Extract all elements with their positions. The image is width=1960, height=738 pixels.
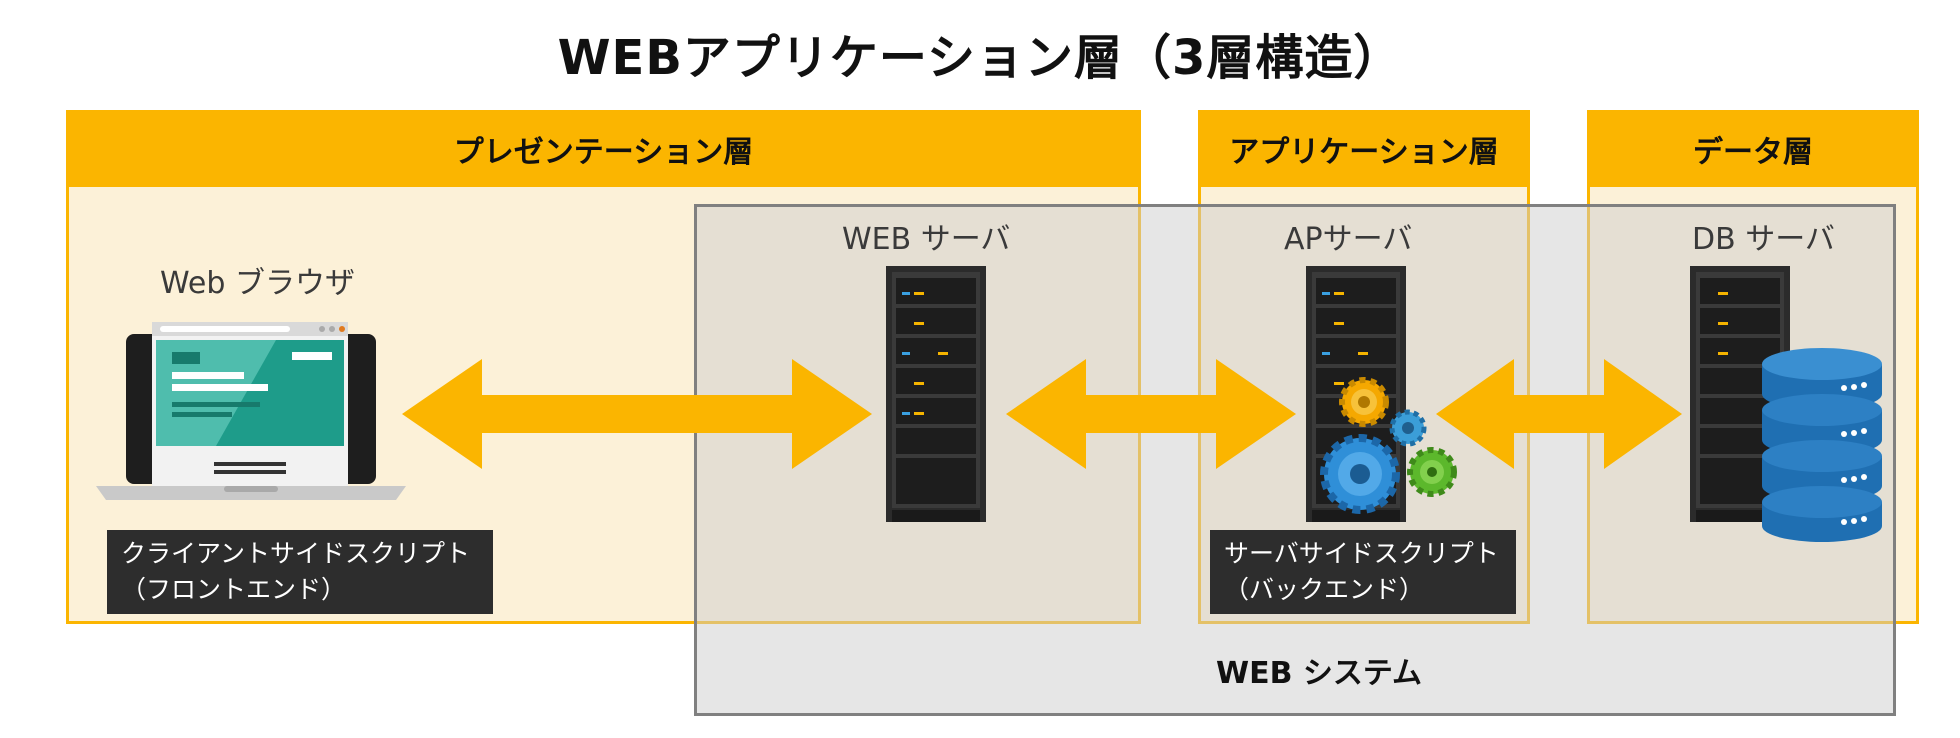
presentation-layer-header: プレゼンテーション層 bbox=[66, 110, 1141, 187]
laptop-browser-icon bbox=[96, 322, 406, 500]
web-server-rack-icon bbox=[886, 266, 986, 522]
data-layer-header: データ層 bbox=[1587, 110, 1919, 187]
ap-server-label: APサーバ bbox=[1284, 222, 1413, 257]
browser-label: Web ブラウザ bbox=[160, 266, 355, 301]
web-system-label: WEB システム bbox=[1216, 656, 1422, 691]
application-layer-header: アプリケーション層 bbox=[1198, 110, 1530, 187]
backend-note-line2: （バックエンド） bbox=[1224, 575, 1425, 604]
web-server-label: WEB サーバ bbox=[842, 222, 1011, 257]
backend-note-line1: サーバサイドスクリプト bbox=[1224, 539, 1499, 568]
frontend-note-line2: （フロントエンド） bbox=[121, 575, 347, 604]
backend-note: サーバサイドスクリプト （バックエンド） bbox=[1210, 530, 1516, 614]
db-server-label: DB サーバ bbox=[1692, 222, 1835, 257]
frontend-note: クライアントサイドスクリプト （フロントエンド） bbox=[107, 530, 493, 614]
double-arrow-icon-web-ap bbox=[1006, 359, 1296, 469]
database-icon bbox=[1762, 348, 1882, 542]
double-arrow-icon-ap-db bbox=[1436, 359, 1682, 469]
page-title: WEBアプリケーション層（3層構造） bbox=[557, 30, 1403, 86]
gears-icon bbox=[1320, 377, 1457, 514]
frontend-note-line1: クライアントサイドスクリプト bbox=[121, 539, 471, 568]
double-arrow-icon-browser-web bbox=[402, 359, 872, 469]
